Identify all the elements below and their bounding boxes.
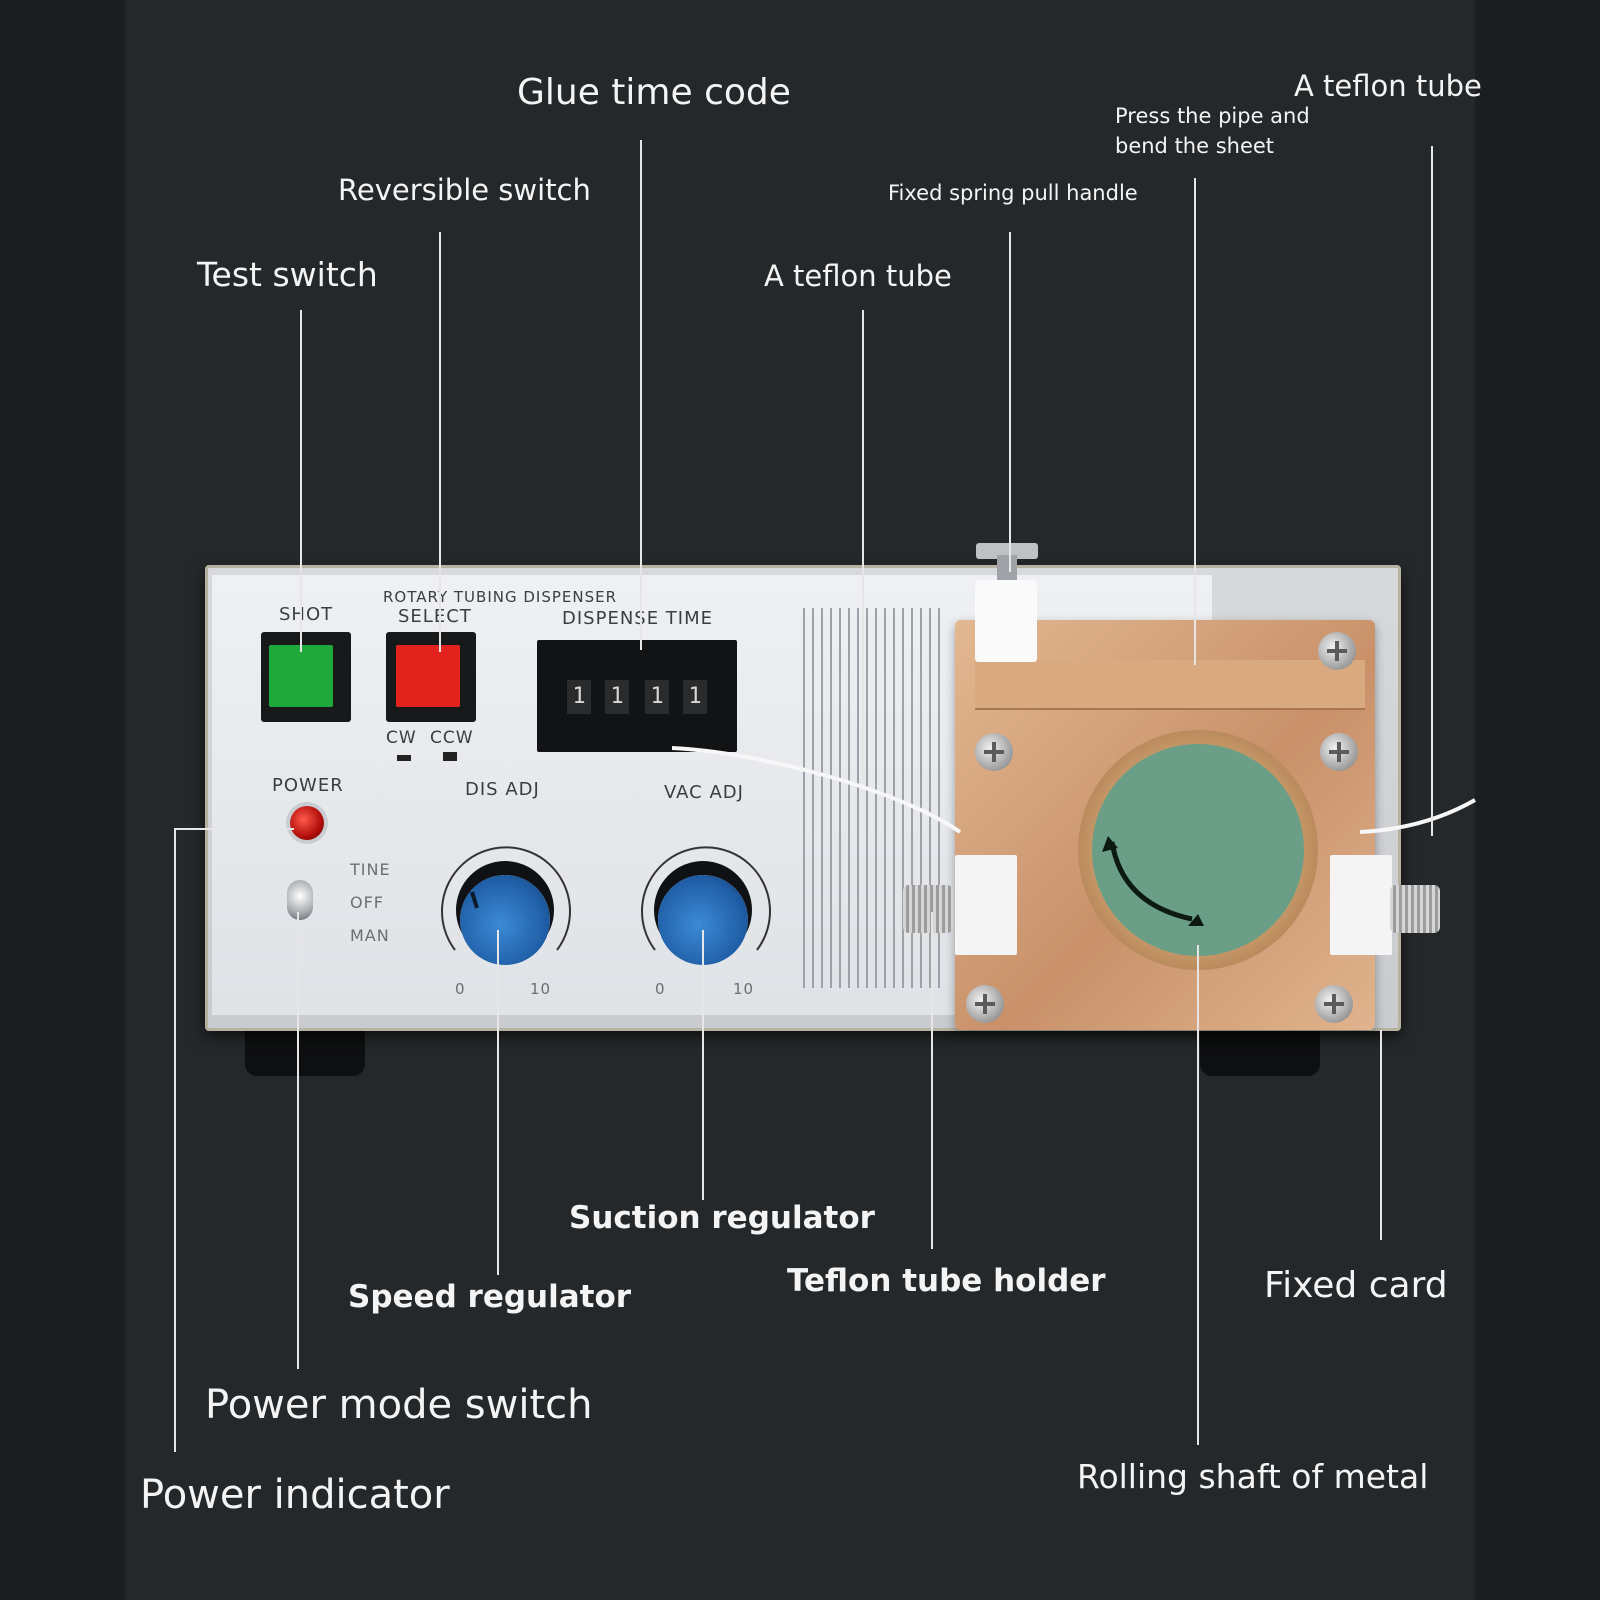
callout-reversible-switch: Reversible switch: [338, 173, 591, 207]
dispense-digit[interactable]: 1: [683, 680, 707, 714]
vent-slot: [839, 608, 841, 988]
fixed-spring-pull-handle[interactable]: [975, 580, 1037, 662]
vac-adj-min: 0: [655, 980, 666, 998]
spring-handle-stem: [997, 555, 1017, 583]
dispense-digit[interactable]: 1: [567, 680, 591, 714]
dis-adj-knob-cap[interactable]: [460, 875, 550, 965]
ccw-marker: [443, 752, 457, 761]
vent-slot: [929, 608, 931, 988]
fixed-card-right: [1330, 855, 1392, 955]
vent-slot: [821, 608, 823, 988]
vent-slot: [830, 608, 832, 988]
vent-slot: [875, 608, 877, 988]
screw-mid-left: [975, 733, 1013, 771]
vent-slot: [938, 608, 940, 988]
dis-adj-min: 0: [455, 980, 466, 998]
power-indicator-led: [290, 806, 324, 840]
vent-slot: [803, 608, 805, 988]
spring-handle-cap[interactable]: [976, 543, 1038, 559]
vent-slot: [848, 608, 850, 988]
leader-reversible-switch: [439, 232, 441, 652]
rotation-arrow-icon: [1102, 836, 1204, 926]
mode-option-off: OFF: [350, 893, 384, 912]
vent-slot: [812, 608, 814, 988]
leader-fixed-spring-pull-handle: [1009, 232, 1011, 572]
vac-adj-max: 10: [733, 980, 755, 998]
leader-teflon-tube-center: [862, 310, 864, 780]
callout-fixed-spring-pull-handle: Fixed spring pull handle: [888, 181, 1138, 205]
device-foot-right: [1200, 1030, 1320, 1076]
pipe-press-sheet: [975, 660, 1365, 710]
vent-slot: [920, 608, 922, 988]
screw-bottom-right: [1315, 985, 1353, 1023]
dis-adj-pointer: [470, 891, 479, 909]
leader-power-mode-switch: [297, 912, 299, 1369]
mode-option-tine: TINE: [350, 860, 391, 879]
leader-fixed-card: [1380, 1030, 1382, 1240]
callout-suction-regulator: Suction regulator: [569, 1200, 875, 1236]
holder-nut-right[interactable]: [1390, 885, 1440, 933]
callout-power-mode-switch: Power mode switch: [205, 1382, 593, 1428]
leader-speed-regulator: [497, 930, 499, 1275]
power-label: POWER: [272, 775, 344, 796]
dispense-digit[interactable]: 1: [645, 680, 669, 714]
leader-press-pipe: [1194, 178, 1196, 665]
leader-rolling-shaft: [1197, 945, 1199, 1445]
callout-test-switch: Test switch: [197, 255, 378, 294]
callout-teflon-tube-center: A teflon tube: [764, 259, 952, 293]
vent-slot: [911, 608, 913, 988]
leader-glue-time-code: [640, 140, 642, 650]
holder-nut-left[interactable]: [903, 885, 953, 933]
screw-mid-right: [1320, 733, 1358, 771]
vac-adj-label: VAC ADJ: [664, 782, 744, 803]
dis-adj-dial-scale: [441, 846, 571, 951]
callout-rolling-shaft-of-metal: Rolling shaft of metal: [1077, 1457, 1429, 1496]
callout-glue-time-code: Glue time code: [517, 72, 791, 113]
vent-slot: [902, 608, 904, 988]
vac-adj-dial-scale: [641, 846, 771, 951]
dis-adj-max: 10: [530, 980, 552, 998]
vent-slot: [857, 608, 859, 988]
cw-label: CW: [386, 728, 417, 748]
screw-bottom-left: [966, 985, 1004, 1023]
callout-press-pipe-line1: Press the pipe and: [1115, 104, 1310, 128]
callout-teflon-tube-holder: Teflon tube holder: [787, 1263, 1106, 1299]
leader-test-switch: [300, 310, 302, 652]
dispense-time-label: DISPENSE TIME: [562, 608, 714, 629]
leader-suction-regulator: [702, 930, 704, 1200]
model-title: ROTARY TUBING DISPENSER: [383, 588, 618, 606]
callout-power-indicator: Power indicator: [140, 1472, 450, 1518]
power-mode-toggle[interactable]: [287, 880, 313, 920]
callout-press-pipe-line2: bend the sheet: [1115, 134, 1275, 158]
cw-marker: [397, 755, 411, 761]
dis-adj-label: DIS ADJ: [465, 779, 540, 800]
select-label: SELECT: [398, 606, 472, 627]
callout-speed-regulator: Speed regulator: [348, 1279, 632, 1315]
device-foot-left: [245, 1030, 365, 1076]
speed-regulator-knob[interactable]: [440, 855, 590, 1005]
screw-top-right: [1318, 632, 1356, 670]
leader-power-indicator-elbow: [174, 828, 294, 830]
dispense-digit[interactable]: 1: [605, 680, 629, 714]
leader-power-indicator: [174, 828, 176, 1452]
leader-teflon-tube-holder: [931, 912, 933, 1249]
shot-button[interactable]: [269, 645, 333, 707]
callout-fixed-card: Fixed card: [1264, 1265, 1448, 1306]
ccw-label: CCW: [430, 728, 474, 748]
select-button[interactable]: [396, 645, 460, 707]
vent-slot: [884, 608, 886, 988]
shot-label: SHOT: [279, 604, 334, 625]
mode-option-man: MAN: [350, 926, 390, 945]
teflon-tube-holder-left: [955, 855, 1017, 955]
leader-teflon-tube-top-right: [1431, 146, 1433, 836]
callout-teflon-tube-top-right: A teflon tube: [1294, 69, 1482, 103]
vent-slot: [866, 608, 868, 988]
